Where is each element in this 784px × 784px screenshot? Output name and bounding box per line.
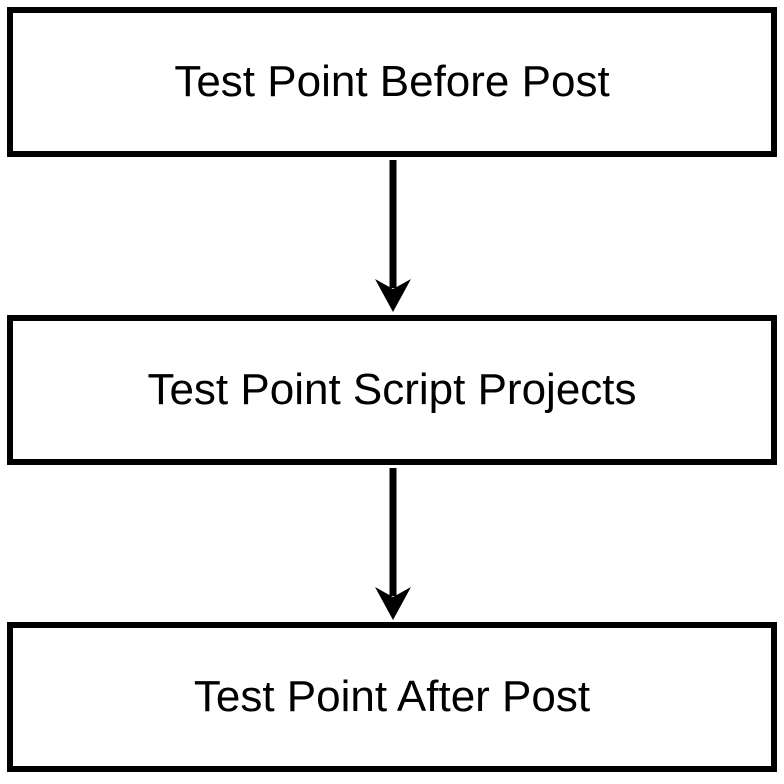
flowchart-node-after-post: Test Point After Post	[7, 622, 777, 772]
arrow-script-to-after	[375, 468, 411, 620]
arrow-before-to-script	[375, 160, 411, 312]
node-label: Test Point Script Projects	[147, 365, 637, 414]
node-label: Test Point After Post	[193, 672, 591, 721]
node-label: Test Point Before Post	[174, 57, 610, 106]
flowchart-node-script-projects: Test Point Script Projects	[7, 315, 777, 465]
arrowhead-icon	[375, 587, 411, 620]
arrowhead-icon	[375, 279, 411, 312]
flowchart-node-before-post: Test Point Before Post	[7, 7, 777, 157]
